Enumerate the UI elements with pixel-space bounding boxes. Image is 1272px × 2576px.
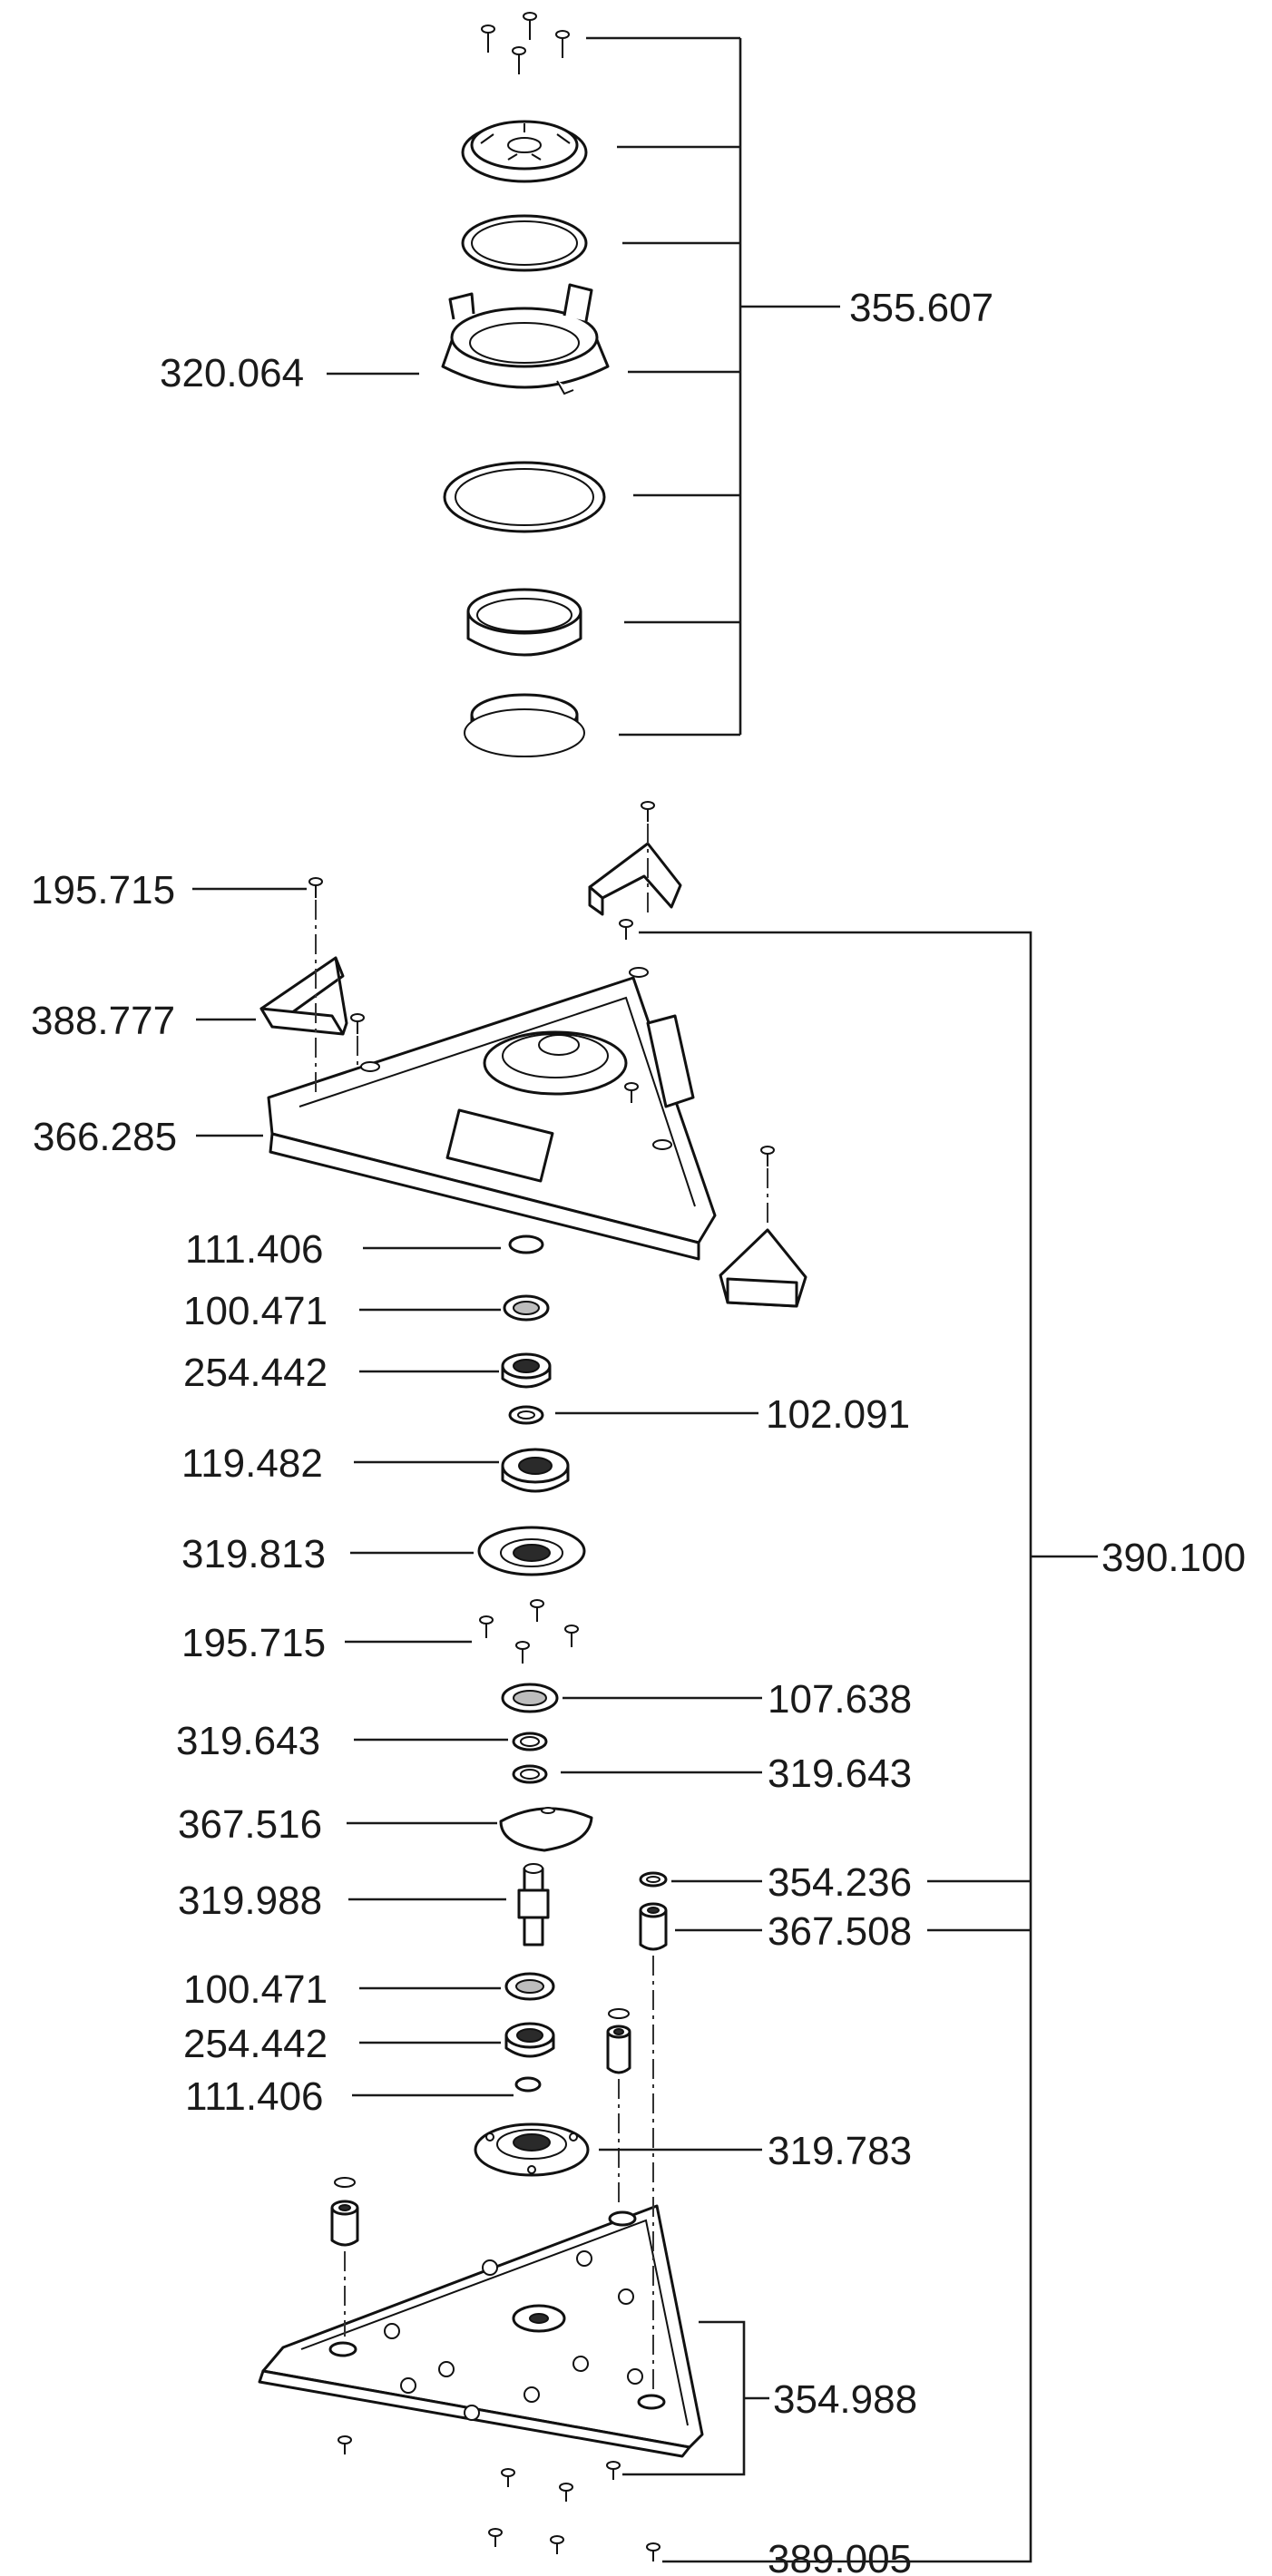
seal-100-471-top <box>503 1294 550 1322</box>
label-111-406-top: 111.406 <box>185 1227 324 1272</box>
thin-ring-1 <box>461 214 588 272</box>
screw-housing-2 <box>350 1013 365 1034</box>
screw-195-715-top <box>308 877 323 898</box>
label-319-643-right: 319.643 <box>768 1751 912 1796</box>
label-367-516: 367.516 <box>178 1802 322 1847</box>
washer-354-236 <box>639 1871 668 1888</box>
label-195-715-mid: 195.715 <box>181 1621 326 1665</box>
screw-housing-5 <box>624 1082 639 1103</box>
screw-pad-5 <box>488 2528 503 2547</box>
seal-100-471-bot <box>504 1972 555 2001</box>
screw-set-195-715-mid <box>479 1599 579 1664</box>
screw-pad-2 <box>501 2468 515 2487</box>
screw-pad-3 <box>559 2483 573 2502</box>
label-389-005: 389.005 <box>768 2537 912 2576</box>
label-254-442-top: 254.442 <box>183 1351 328 1395</box>
sleeve-ring-1 <box>466 588 582 657</box>
label-354-236: 354.236 <box>768 1860 912 1905</box>
screw-set-top <box>481 12 570 74</box>
label-254-442-bot: 254.442 <box>183 2022 328 2066</box>
retaining-plate <box>461 120 588 183</box>
screw-housing-6 <box>760 1146 775 1166</box>
screw-housing-3 <box>641 801 655 822</box>
corner-bracket-left-388-777 <box>259 956 348 1036</box>
bearing-119-482 <box>501 1448 570 1493</box>
bushing-pad-left <box>330 2177 359 2247</box>
sleeve-ring-2 <box>464 693 585 757</box>
label-388-777: 388.777 <box>31 999 175 1043</box>
label-319-988: 319.988 <box>178 1878 322 1923</box>
bearing-flange-319-813 <box>477 1526 586 1576</box>
label-366-285: 366.285 <box>33 1115 177 1159</box>
label-100-471-bot: 100.471 <box>183 1967 328 2012</box>
bearing-254-442-top <box>501 1352 552 1389</box>
ring-319-643-left <box>512 1732 548 1751</box>
label-107-638: 107.638 <box>768 1677 912 1722</box>
eccentric-319-783 <box>474 2122 590 2177</box>
label-320-064: 320.064 <box>160 351 304 395</box>
label-119-482: 119.482 <box>181 1441 323 1486</box>
label-390-100: 390.100 <box>1101 1536 1246 1580</box>
label-102-091: 102.091 <box>766 1392 910 1437</box>
base-housing-366-285 <box>267 967 717 1261</box>
circlip-111-406-top <box>508 1234 544 1254</box>
ring-319-643-right <box>512 1764 548 1784</box>
bushing-mid-right <box>606 2008 631 2074</box>
screw-housing-4 <box>619 919 633 940</box>
bearing-254-442-bot <box>504 2022 555 2058</box>
label-319-813: 319.813 <box>181 1532 326 1576</box>
screw-pad-1 <box>338 2435 352 2454</box>
label-195-715-top: 195.715 <box>31 868 175 912</box>
label-367-508: 367.508 <box>768 1909 912 1954</box>
circlip-111-406-bot <box>514 2076 542 2093</box>
label-319-783: 319.783 <box>768 2129 912 2173</box>
screw-389-005 <box>646 2542 660 2561</box>
label-319-643-left: 319.643 <box>176 1719 320 1763</box>
corner-bracket-right <box>719 1228 807 1308</box>
collar-housing-320-064 <box>441 283 610 395</box>
disc-367-516 <box>499 1807 593 1852</box>
seal-107-638 <box>501 1683 559 1713</box>
shaft-319-988 <box>517 1863 550 1947</box>
corner-bracket-top <box>588 842 682 916</box>
sanding-pad-354-988 <box>258 2204 704 2458</box>
bushing-367-508 <box>639 1902 668 1951</box>
label-354-988: 354.988 <box>773 2377 917 2422</box>
label-111-406-bot: 111.406 <box>185 2074 324 2119</box>
thin-ring-2 <box>443 461 606 533</box>
washer-102-091 <box>508 1405 544 1425</box>
label-355-607: 355.607 <box>849 286 993 330</box>
bracket-390-100 <box>639 931 1032 2563</box>
screw-pad-4 <box>606 2461 621 2480</box>
screw-pad-6 <box>550 2535 564 2554</box>
label-100-471-top: 100.471 <box>183 1289 328 1333</box>
